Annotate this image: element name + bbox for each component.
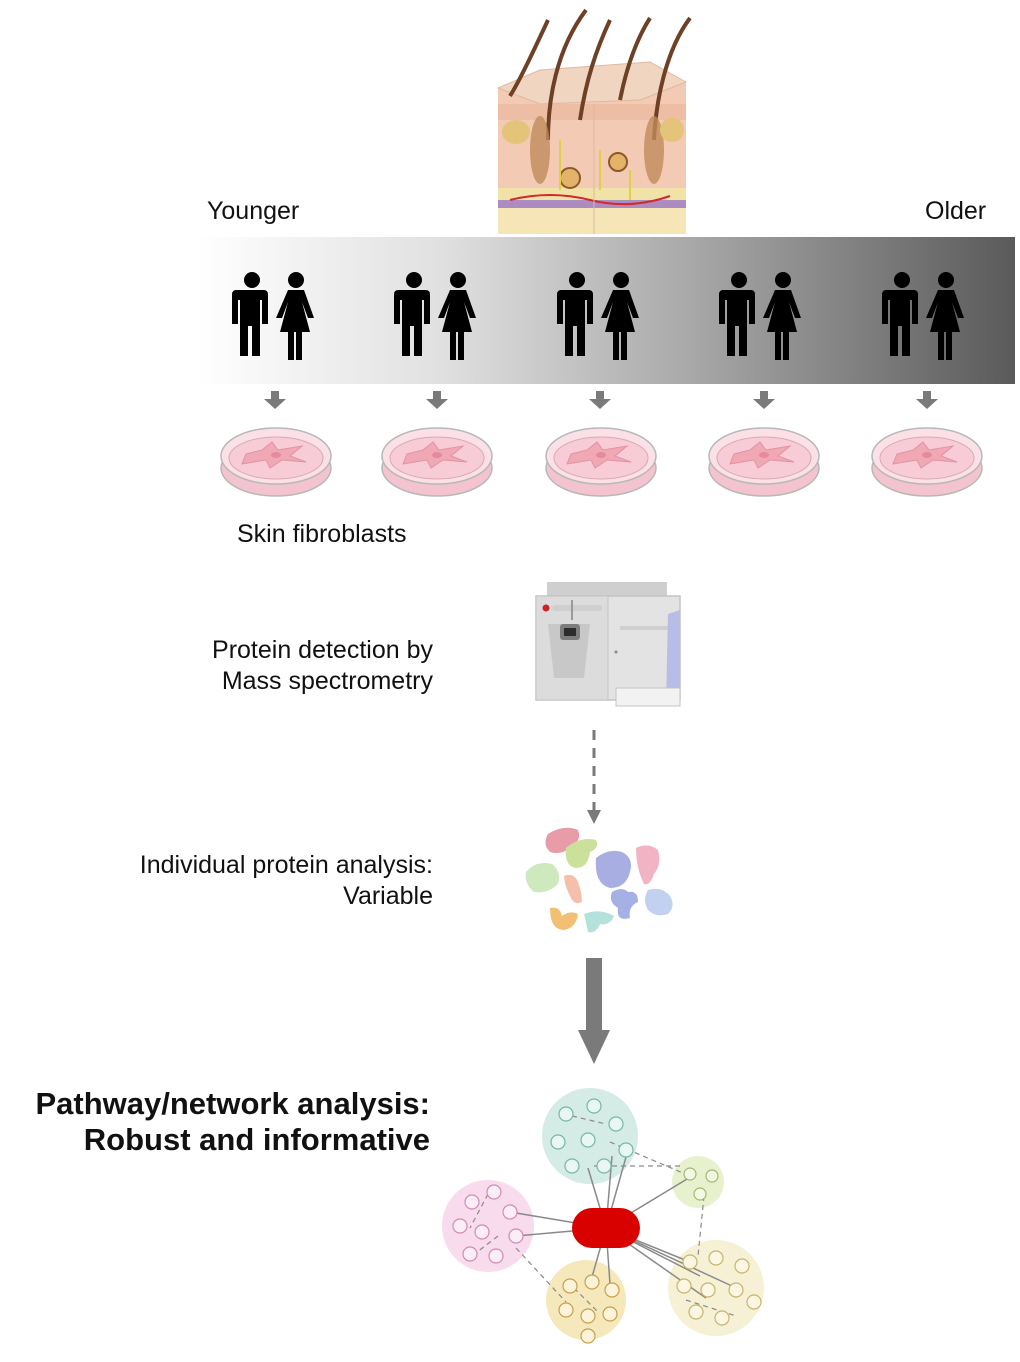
petri-dish-3 bbox=[545, 427, 657, 497]
cluster-green bbox=[672, 1156, 724, 1208]
donor-group-1 bbox=[232, 272, 314, 360]
protein-blobs-icon bbox=[525, 827, 673, 933]
petri-dish-2 bbox=[381, 427, 493, 497]
cluster-yellow bbox=[546, 1260, 626, 1340]
donor-group-3 bbox=[557, 272, 639, 360]
donor-group-5 bbox=[882, 272, 964, 360]
protein-detection-label-line2: Mass spectrometry bbox=[221, 667, 433, 695]
donor-group-4 bbox=[719, 272, 801, 360]
older-label: Older bbox=[925, 197, 987, 225]
petri-dish-5 bbox=[871, 427, 983, 497]
pathway-analysis-label-line1: Pathway/network analysis: bbox=[35, 1086, 430, 1121]
pathway-analysis-label-line2: Robust and informative bbox=[83, 1122, 430, 1157]
donor-group-2 bbox=[394, 272, 476, 360]
mass-spectrometer-icon bbox=[535, 582, 681, 707]
sample-arrows bbox=[264, 391, 938, 409]
dashed-arrow bbox=[587, 730, 601, 824]
network-hub-node bbox=[572, 1208, 640, 1248]
skin-fibroblasts-label: Skin fibroblasts bbox=[237, 520, 407, 548]
skin-tissue-illustration bbox=[496, 8, 692, 234]
younger-label: Younger bbox=[207, 197, 300, 225]
donor-groups bbox=[232, 272, 964, 360]
individual-analysis-label-line2: Variable bbox=[343, 882, 433, 910]
petri-dish-4 bbox=[708, 427, 820, 497]
individual-analysis-label-line1: Individual protein analysis: bbox=[139, 851, 433, 879]
pathway-network bbox=[442, 1088, 764, 1344]
solid-down-arrow bbox=[578, 958, 610, 1064]
fibroblast-dishes bbox=[220, 427, 983, 497]
petri-dish-1 bbox=[220, 427, 332, 497]
protein-detection-label-line1: Protein detection by bbox=[212, 636, 433, 664]
